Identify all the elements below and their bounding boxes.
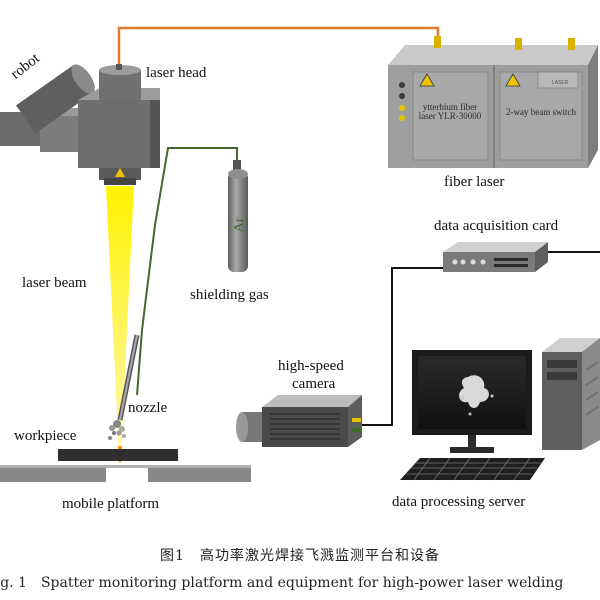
workpiece-plate [58, 449, 178, 461]
label-laser-head: laser head [146, 65, 207, 81]
monitor [412, 350, 532, 453]
label-beam-switch: 2-way beam switch [506, 107, 576, 117]
high-speed-camera [236, 395, 362, 447]
label-camera-line2: camera [292, 376, 336, 392]
gas-cylinder-label: Ar [232, 217, 247, 232]
caption-chinese: 图1 高功率激光焊接飞溅监测平台和设备 [160, 548, 440, 564]
laser-beam [106, 186, 134, 455]
label-server: data processing server [392, 494, 526, 510]
switch-badge: LASER [552, 80, 569, 86]
label-nozzle: nozzle [128, 400, 168, 416]
caption-english: Fig. 1 Spatter monitoring platform and e… [0, 575, 564, 591]
gas-hose [136, 147, 238, 396]
label-mobile-platform: mobile platform [62, 496, 160, 512]
camera-cable [360, 267, 443, 426]
spatter-image [459, 375, 494, 416]
keyboard [400, 457, 545, 481]
fiber-laser-cabinet [388, 36, 598, 168]
label-daq-card: data acquisition card [434, 218, 559, 234]
label-workpiece: workpiece [14, 428, 77, 444]
welding-nozzle [117, 334, 140, 421]
data-acquisition-device [443, 242, 548, 272]
laser-head [99, 64, 141, 185]
fiber-cable [117, 26, 440, 68]
spatter-particles [108, 420, 126, 440]
argon-cylinder [228, 160, 248, 272]
mobile-platform [0, 465, 251, 482]
server-tower [542, 338, 600, 450]
label-laser-beam: laser beam [22, 275, 87, 291]
label-fiber-laser: fiber laser [444, 174, 505, 190]
label-camera-line1: high-speed [278, 358, 344, 374]
label-shielding-gas: shielding gas [190, 287, 269, 303]
label-ytterbium-laser: ytterbium fiber laser YLR-30000 [418, 102, 482, 122]
